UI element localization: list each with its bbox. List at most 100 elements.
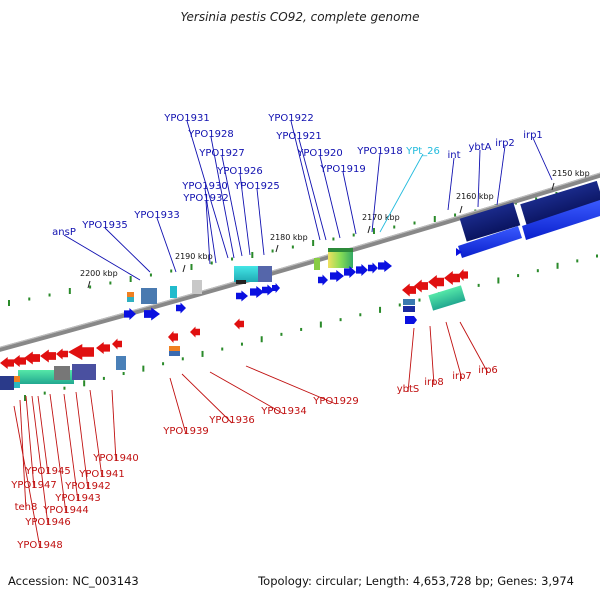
reverse-gene-arrow bbox=[24, 351, 40, 365]
track-tick bbox=[63, 386, 66, 390]
gene-label-int: int bbox=[447, 150, 460, 161]
track-tick bbox=[433, 216, 436, 222]
position-tick-mark bbox=[87, 280, 91, 289]
gene-label-leader bbox=[298, 138, 327, 241]
gene-label-leader bbox=[63, 393, 79, 502]
reverse-gene-arrow bbox=[234, 318, 244, 330]
position-tick-mark bbox=[459, 205, 463, 214]
reverse-gene-arrow bbox=[0, 357, 14, 369]
forward-gene-arrow bbox=[272, 283, 280, 293]
gene-label-ypo1930: YPO1930 bbox=[181, 181, 227, 192]
forward-gene-arrow bbox=[236, 290, 248, 302]
track-tick bbox=[596, 254, 598, 258]
track-tick bbox=[359, 313, 362, 317]
track-tick bbox=[300, 327, 303, 331]
track-tick bbox=[181, 357, 184, 361]
gene-label-leader bbox=[379, 153, 424, 233]
track-tick bbox=[497, 277, 500, 284]
genome-summary-text: Topology: circular; Length: 4,653,728 bp… bbox=[258, 574, 574, 588]
gene-label-ypo1941: YPO1941 bbox=[78, 469, 124, 480]
forward-gene-arrow bbox=[250, 286, 264, 298]
reverse-gene-arrow bbox=[168, 331, 178, 343]
accession-text: Accession: NC_003143 bbox=[8, 574, 139, 588]
track-tick bbox=[339, 318, 342, 322]
gene-label-leader bbox=[37, 395, 49, 475]
position-tick-label: 2190 kbp bbox=[175, 252, 213, 261]
track-tick bbox=[170, 269, 173, 273]
gene-label-ypo1940: YPO1940 bbox=[92, 453, 138, 464]
gene-label-ypo1920: YPO1920 bbox=[296, 148, 342, 159]
gene-label-leader bbox=[209, 371, 285, 415]
gene-label-irp6: irp6 bbox=[478, 365, 498, 376]
gene-label-ypo1946: YPO1946 bbox=[24, 517, 70, 528]
map-title: Yersinia pestis CO92, complete genome bbox=[180, 10, 420, 24]
reverse-gene-arrow bbox=[68, 344, 94, 360]
track-tick bbox=[190, 264, 193, 270]
gene-label-leader bbox=[342, 171, 357, 235]
reverse-gene-arrow bbox=[40, 349, 56, 363]
track-tick bbox=[8, 300, 10, 306]
forward-gene-arrow bbox=[330, 270, 344, 282]
gene-label-leader bbox=[477, 149, 481, 208]
track-tick bbox=[536, 269, 539, 273]
track-tick bbox=[129, 276, 132, 282]
genome-backbone-highlight bbox=[0, 172, 600, 348]
track-tick bbox=[418, 298, 421, 302]
gene-label-ypo1926: YPO1926 bbox=[216, 166, 262, 177]
forward-gene-arrow bbox=[378, 260, 392, 272]
gene-label-ansp: ansP bbox=[52, 227, 76, 238]
track-tick bbox=[260, 336, 263, 343]
gene-label-ypo1945: YPO1945 bbox=[24, 466, 70, 477]
track-tick bbox=[24, 395, 26, 401]
gene-label-leader bbox=[156, 217, 177, 273]
gene-label-ypo1919: YPO1919 bbox=[319, 164, 365, 175]
gene-label-leader bbox=[459, 321, 489, 374]
track-tick bbox=[28, 297, 31, 301]
position-tick-label: 2170 kbp bbox=[362, 213, 400, 222]
feature-blocks-middle bbox=[116, 248, 353, 370]
gene-label-leader bbox=[239, 173, 251, 256]
gene-label-leader bbox=[205, 200, 211, 265]
gene-label-leader bbox=[186, 120, 229, 259]
gene-label-ybts: ybtS bbox=[397, 384, 420, 395]
track-tick bbox=[68, 288, 71, 294]
track-tick bbox=[312, 240, 315, 246]
gene-label-ypo1942: YPO1942 bbox=[64, 481, 110, 492]
gene-label-ypo1934: YPO1934 bbox=[260, 406, 306, 417]
gene-label-ypt_26: YPt_26 bbox=[405, 146, 440, 157]
gene-label-ypo1921: YPO1921 bbox=[275, 131, 321, 142]
gene-label-leader bbox=[13, 405, 41, 549]
reverse-gene-arrow bbox=[444, 271, 460, 285]
gene-label-ypo1927: YPO1927 bbox=[198, 148, 244, 159]
gene-label-ypo1933: YPO1933 bbox=[133, 210, 179, 221]
forward-gene-arrow bbox=[344, 266, 356, 278]
reverse-gene-arrow bbox=[458, 269, 468, 281]
reverse-gene-arrow bbox=[112, 338, 122, 350]
track-tick bbox=[413, 221, 416, 225]
track-tick bbox=[231, 257, 234, 261]
feature-blocks-left bbox=[0, 364, 96, 390]
gene-label-leader bbox=[319, 155, 341, 239]
track-tick bbox=[109, 281, 112, 285]
track-tick bbox=[454, 213, 457, 217]
forward-gene-arrow bbox=[124, 308, 136, 320]
gene-label-leader bbox=[169, 377, 187, 435]
gene-label-leader bbox=[445, 321, 463, 380]
track-tick bbox=[576, 259, 579, 263]
gene-label-ypo1936: YPO1936 bbox=[208, 415, 254, 426]
genome-backbone bbox=[0, 172, 600, 352]
gene-label-ypo1943: YPO1943 bbox=[54, 493, 100, 504]
gene-label-irp1: irp1 bbox=[523, 130, 543, 141]
gene-label-ypo1928: YPO1928 bbox=[187, 129, 233, 140]
track-tick bbox=[477, 283, 480, 287]
gene-label-leader bbox=[31, 395, 49, 526]
gene-label-ypo1925: YPO1925 bbox=[233, 181, 279, 192]
track-tick bbox=[162, 362, 165, 366]
gene-label-ypo1918: YPO1918 bbox=[356, 146, 402, 157]
gene-label-leader bbox=[75, 391, 89, 490]
gene-label-leader bbox=[63, 234, 141, 281]
forward-gene-arrow bbox=[368, 262, 378, 274]
forward-gene-arrow bbox=[318, 274, 328, 286]
